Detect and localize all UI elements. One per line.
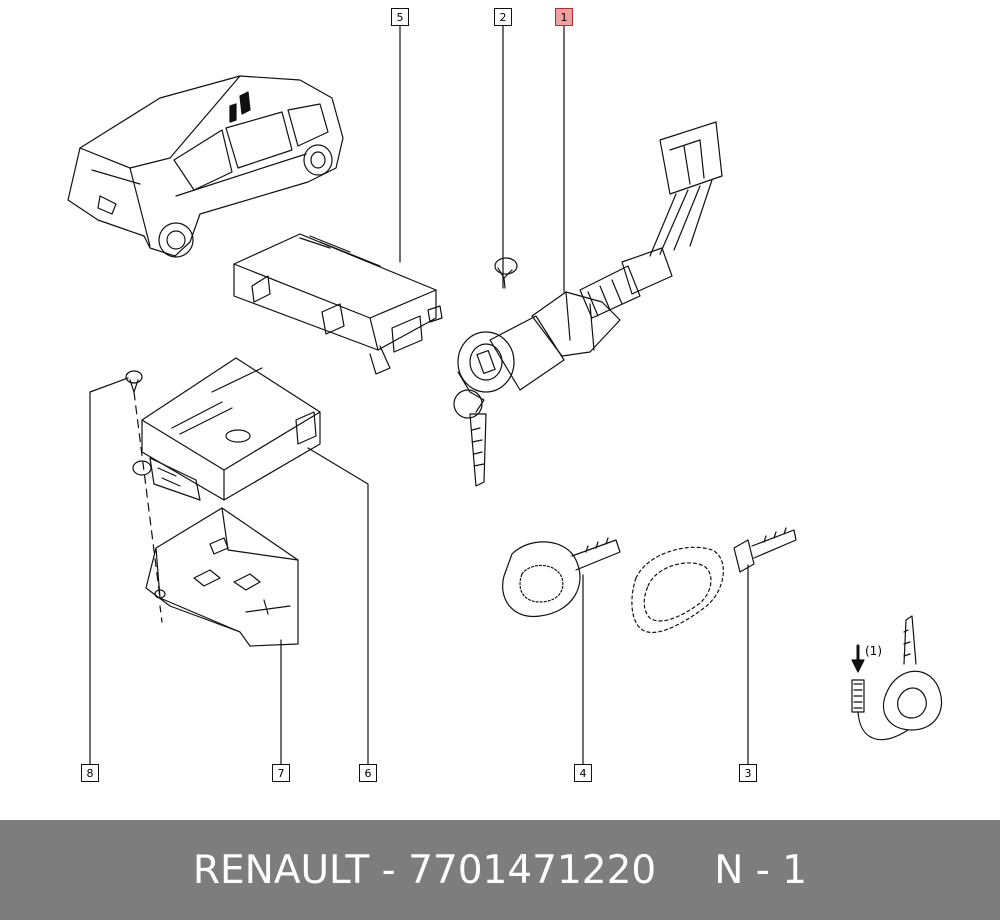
car-icon <box>67 75 344 258</box>
callout-3[interactable]: 3 <box>739 764 757 782</box>
callout-1[interactable]: 1 <box>555 8 573 26</box>
part-reference: RENAULT - 7701471220 <box>192 847 657 893</box>
screw-8-icon <box>125 370 161 599</box>
ignition-lock-1-icon <box>453 121 723 487</box>
callout-8[interactable]: 8 <box>81 764 99 782</box>
key-4-icon <box>502 537 621 618</box>
control-unit-6-icon <box>132 357 321 501</box>
note-label: (1) <box>865 644 882 658</box>
callout-7[interactable]: 7 <box>272 764 290 782</box>
footer-bar: RENAULT - 7701471220 N - 1 <box>0 820 1000 920</box>
leader-lines <box>89 25 749 765</box>
quantity-label: N - 1 <box>714 847 808 893</box>
callout-4[interactable]: 4 <box>574 764 592 782</box>
key-3-icon <box>733 527 797 573</box>
control-unit-5-icon <box>233 233 443 375</box>
callout-6[interactable]: 6 <box>359 764 377 782</box>
callout-2[interactable]: 2 <box>494 8 512 26</box>
screw-2-icon <box>494 257 518 289</box>
key-shell-icon <box>631 546 724 633</box>
transponder-key-icon <box>851 615 943 741</box>
bracket-7-icon <box>145 507 299 647</box>
callout-5[interactable]: 5 <box>391 8 409 26</box>
parts-diagram <box>67 25 943 765</box>
arrow-down-icon <box>851 644 865 673</box>
